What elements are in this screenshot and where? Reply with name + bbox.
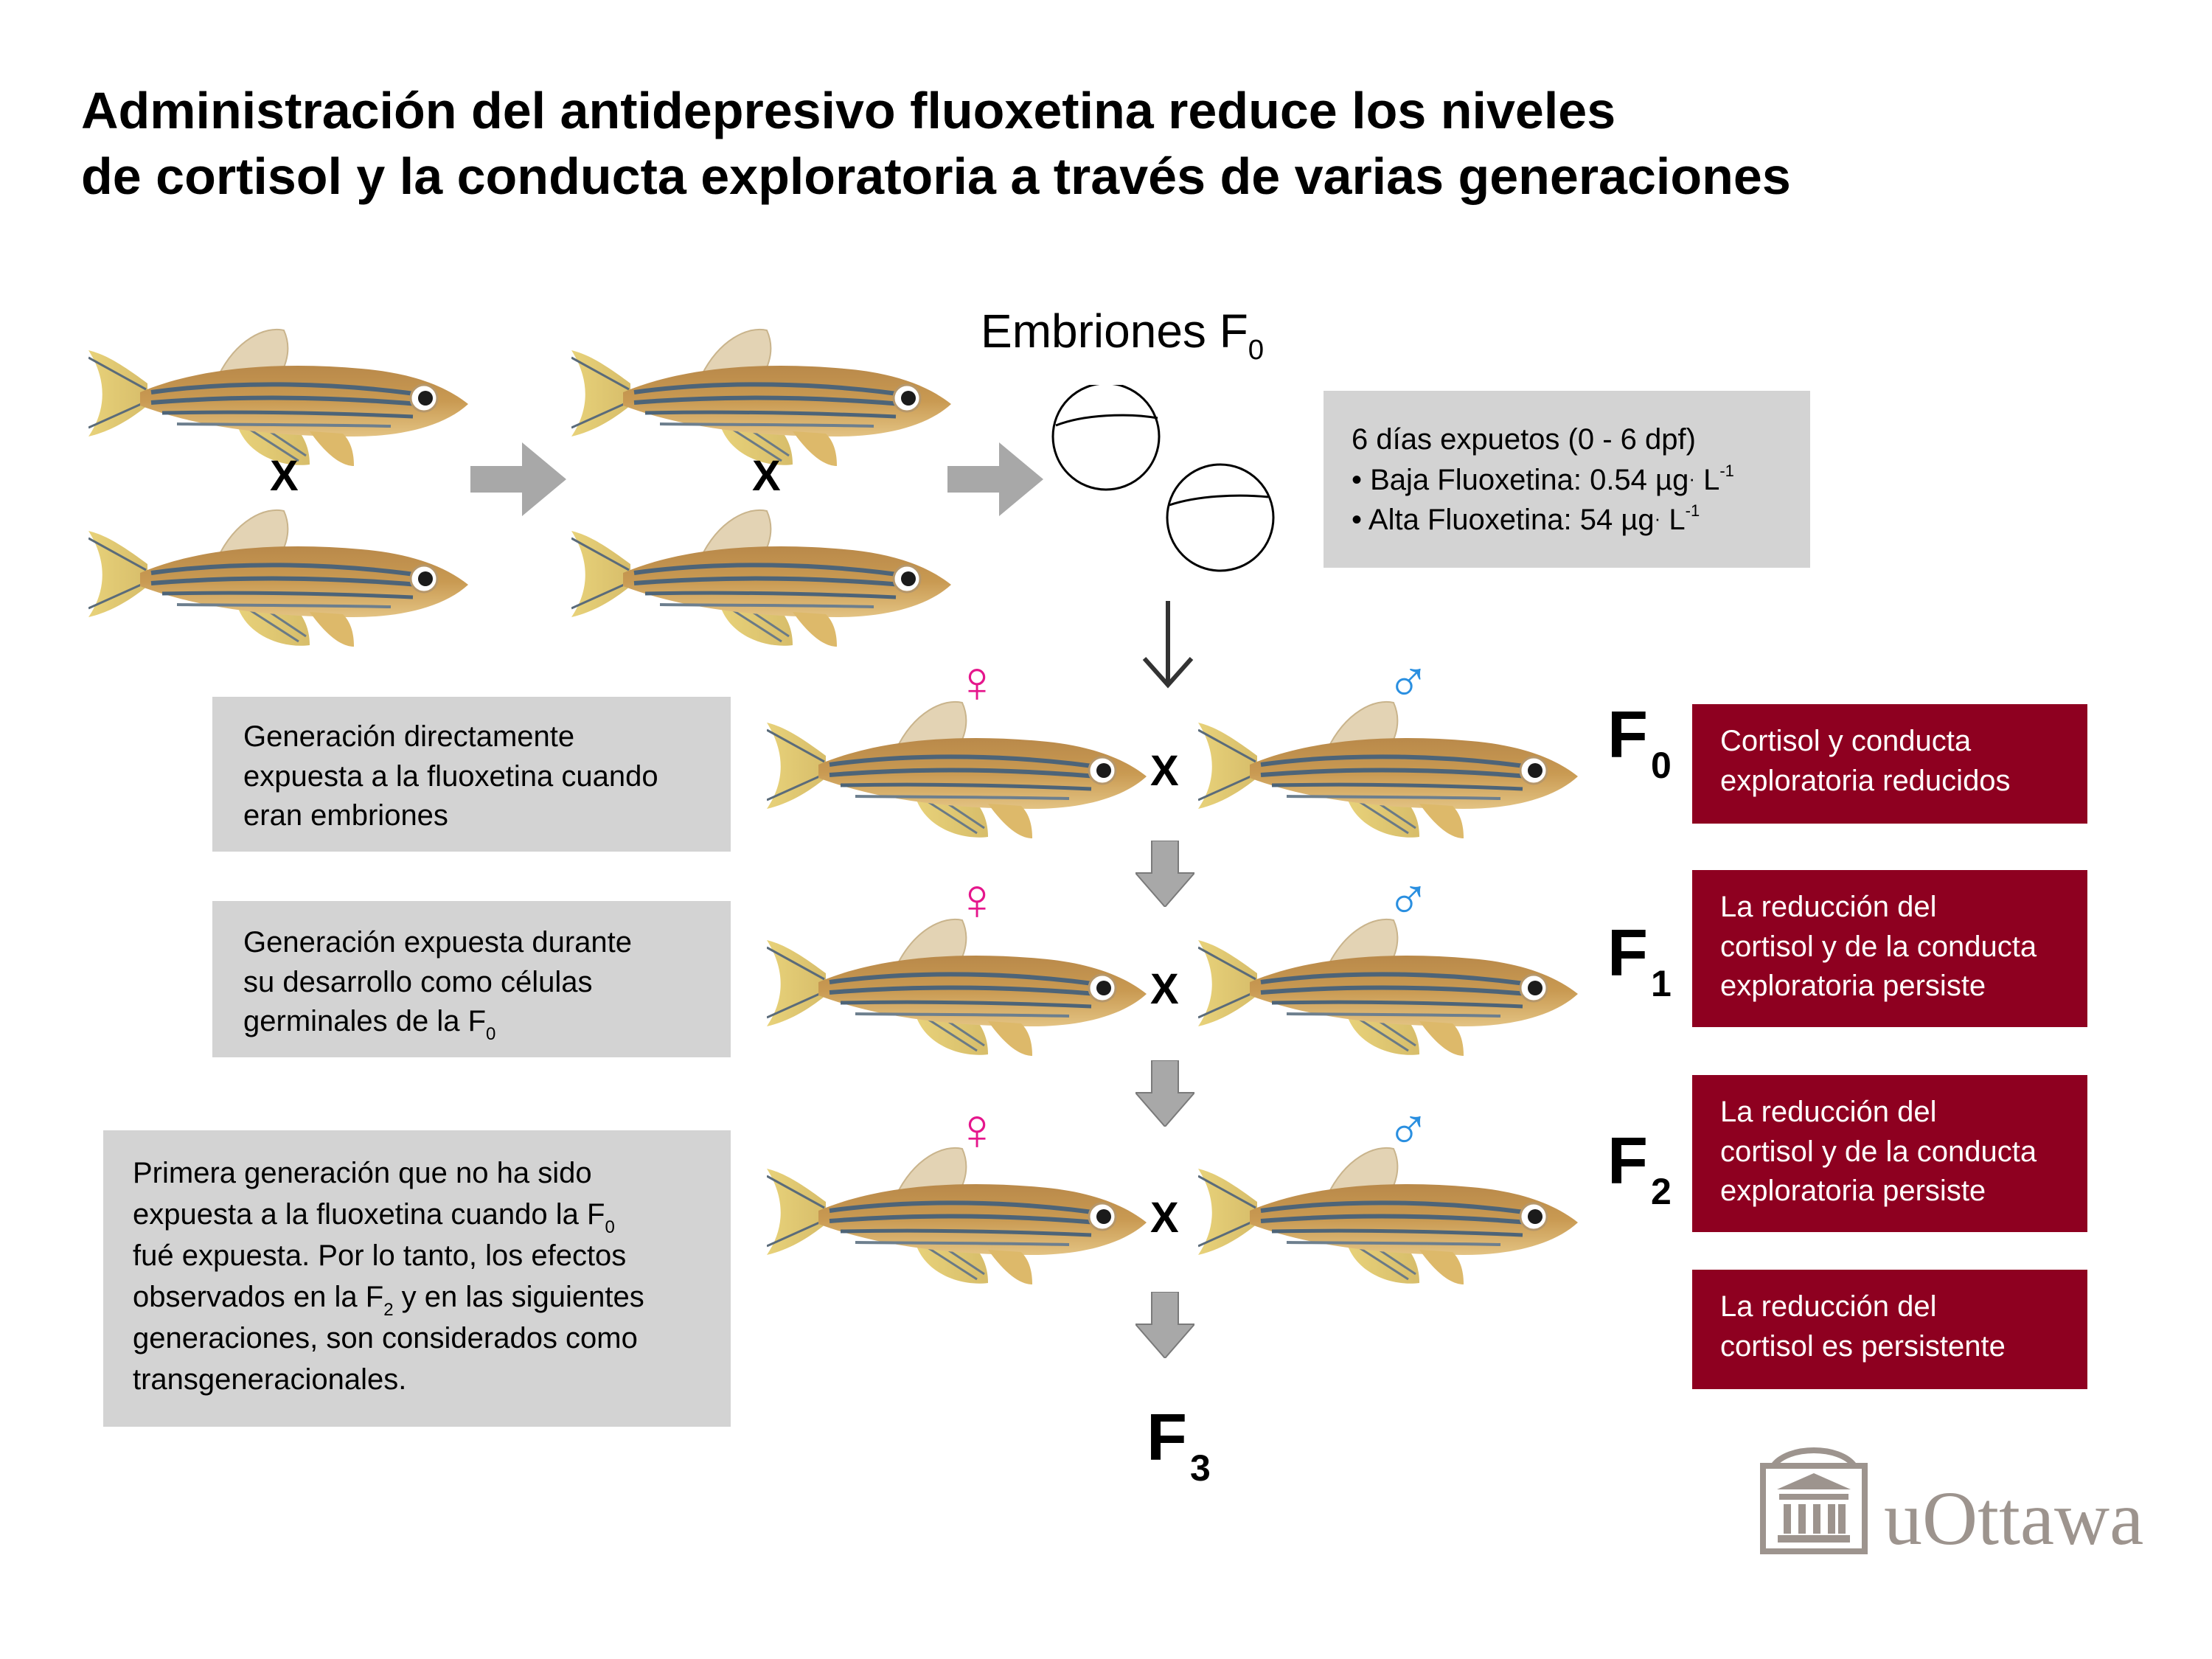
generation-label-f2: F2 — [1607, 1124, 1672, 1212]
description-box-f0: Generación directamente expuesta a la fl… — [212, 697, 731, 852]
generation-label-f0: F0 — [1607, 698, 1672, 786]
right-arrow-1 — [470, 442, 566, 516]
uottawa-logo-text: uOttawa — [1884, 1476, 2144, 1561]
fish-male-f1 — [1198, 900, 1582, 1069]
description-box-f2: Primera generación que no ha sido expues… — [103, 1130, 731, 1427]
exposure-duration: 6 días expuetos (0 - 6 dpf) — [1352, 423, 1696, 456]
embryo-drawings — [1051, 385, 1275, 572]
uottawa-emblem-icon — [1760, 1447, 1868, 1554]
fish-female-f1 — [767, 900, 1150, 1069]
description-box-f1: Generación expuesta durante su desarroll… — [212, 901, 731, 1057]
female-symbol-f0: ♀ — [955, 649, 999, 714]
right-arrow-2 — [947, 442, 1043, 516]
female-symbol-f1: ♀ — [955, 866, 999, 932]
result-box-f0: Cortisol y conducta exploratoria reducid… — [1692, 704, 2087, 824]
generation-label-f3: F3 — [1147, 1401, 1211, 1489]
result-box-f3: La reducción del cortisol es persistente — [1692, 1270, 2087, 1389]
title-line-2: de cortisol y la conducta exploratoria a… — [81, 147, 1791, 205]
fish-parent-2b — [571, 490, 955, 660]
title-line-1: Administración del antidepresivo fluoxet… — [81, 82, 1616, 139]
result-box-f1: La reducción del cortisol y de la conduc… — [1692, 870, 2087, 1027]
down-arrow-f2-f3 — [1135, 1292, 1194, 1358]
embryos-label: Embriones F0 — [981, 305, 1265, 366]
high-fluoxetine-dose: • Alta Fluoxetina: 54 µg· L-1 — [1352, 501, 1700, 537]
male-symbol-f1: ♂ — [1386, 866, 1430, 932]
exposure-info-box: 6 días expuetos (0 - 6 dpf) • Baja Fluox… — [1324, 391, 1810, 568]
fish-male-f0 — [1198, 682, 1582, 852]
embryo-2 — [1166, 463, 1275, 572]
generation-label-f1: F1 — [1607, 917, 1672, 1004]
result-box-f2: La reducción del cortisol y de la conduc… — [1692, 1075, 2087, 1232]
cross-symbol-f1: X — [1150, 965, 1179, 1013]
fish-female-f0 — [767, 682, 1150, 852]
down-arrow-f0-f1 — [1135, 841, 1194, 907]
fish-male-f2 — [1198, 1128, 1582, 1298]
cross-symbol-1: X — [270, 452, 299, 500]
cross-symbol-f2: X — [1150, 1194, 1179, 1242]
cross-symbol-2: X — [752, 452, 781, 500]
low-fluoxetine-dose: • Baja Fluoxetina: 0.54 µg· L-1 — [1352, 461, 1734, 496]
fish-parent-1b — [88, 490, 472, 660]
fish-female-f2 — [767, 1128, 1150, 1298]
embryo-1 — [1051, 385, 1161, 491]
down-arrow-f1-f2 — [1135, 1060, 1194, 1127]
cross-symbol-f0: X — [1150, 747, 1179, 795]
male-symbol-f0: ♂ — [1386, 649, 1430, 714]
page-title: Administración del antidepresivo fluoxet… — [81, 78, 2146, 209]
down-arrow-black — [1142, 601, 1194, 689]
